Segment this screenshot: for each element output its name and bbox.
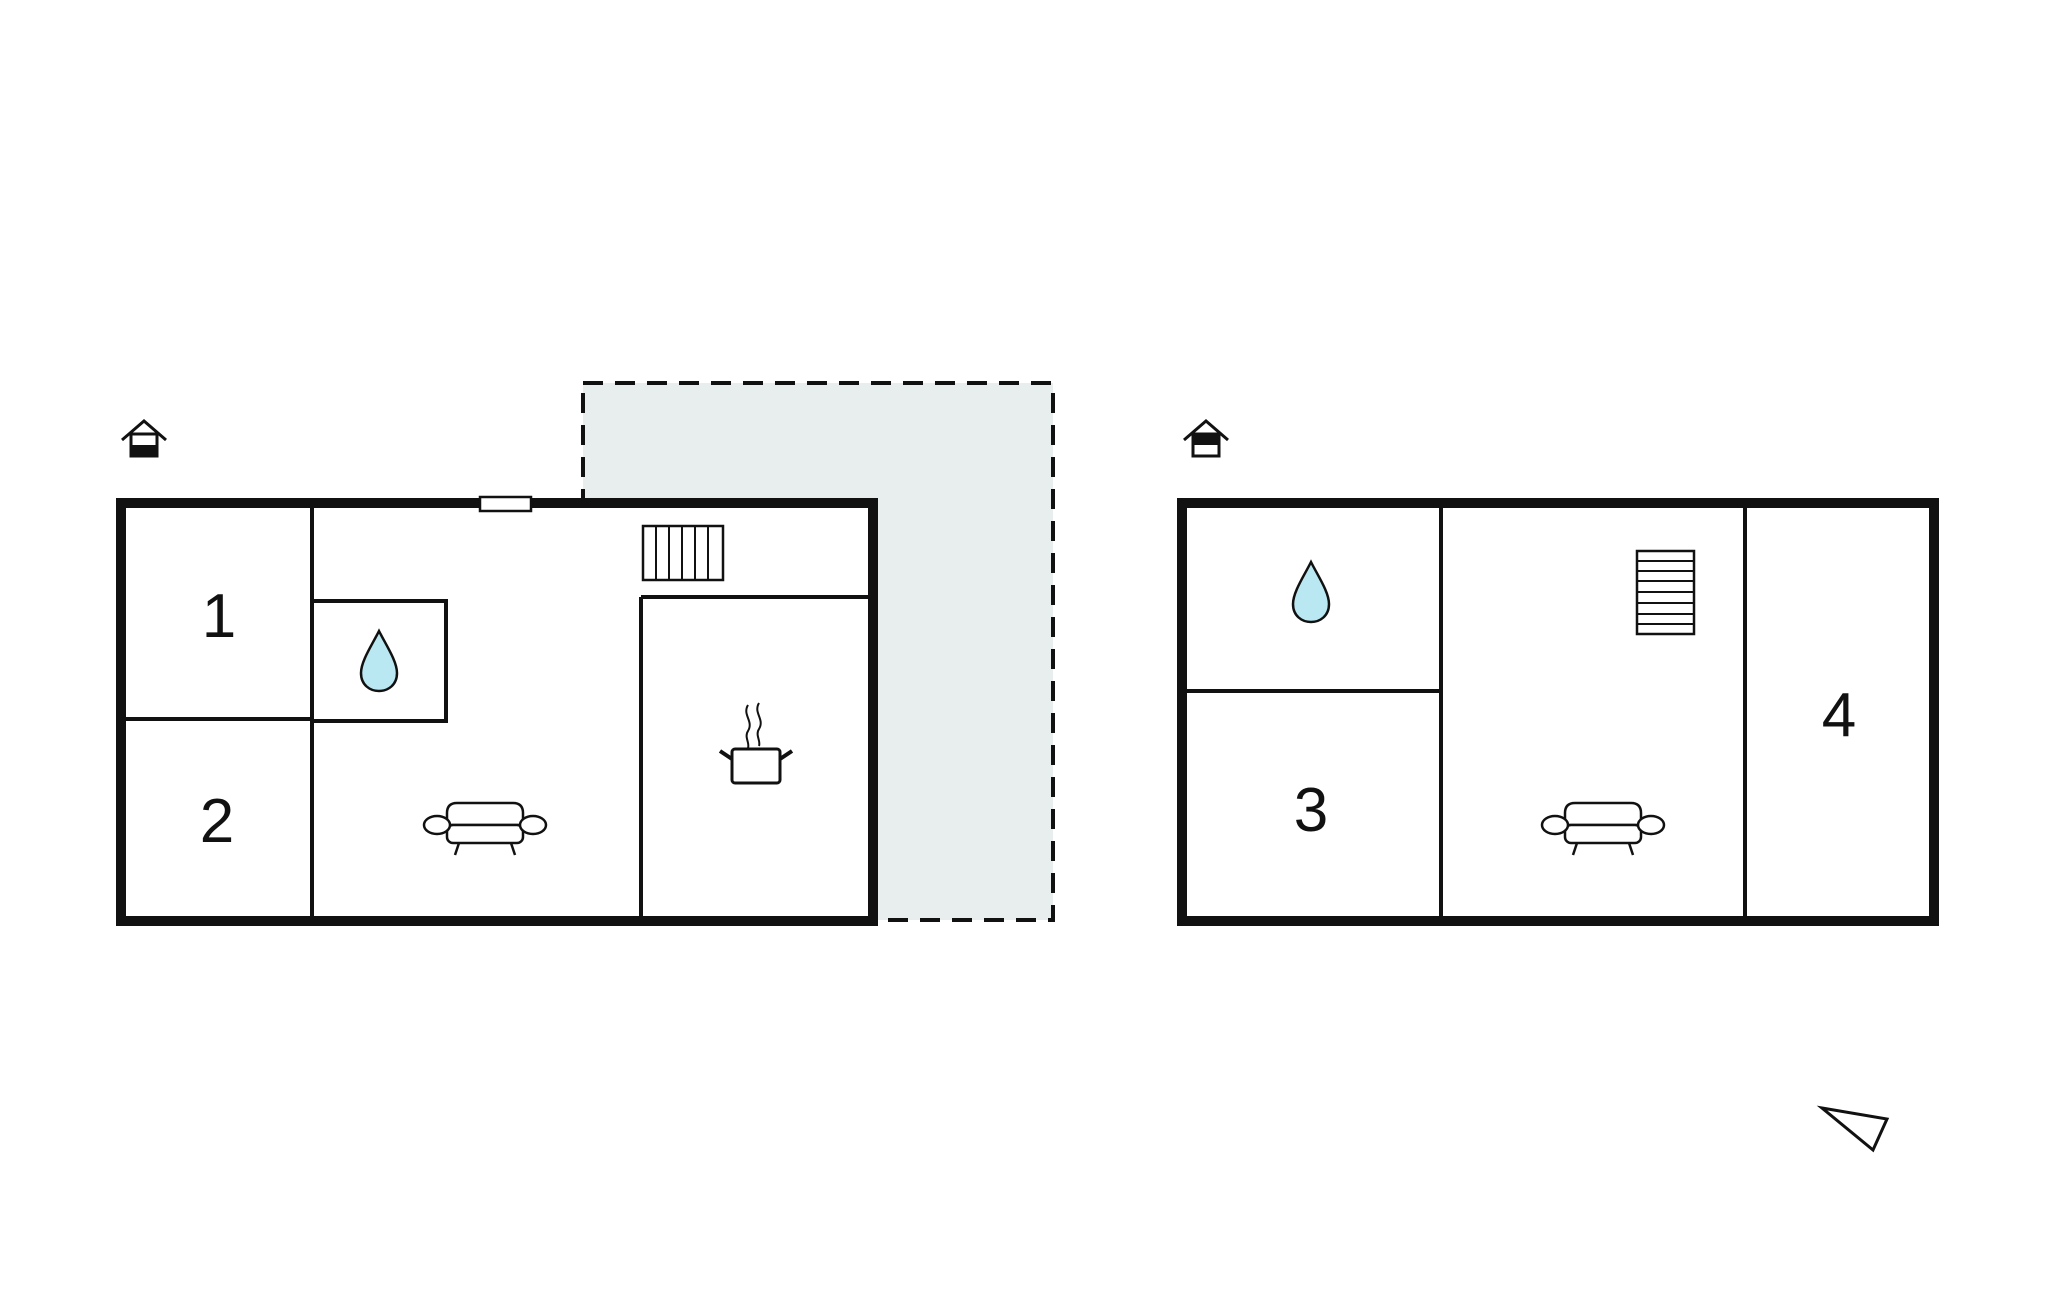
room-number-2: 2 xyxy=(200,787,234,856)
floor-ground-icon xyxy=(120,419,168,458)
upper-floor-plan: 3 4 xyxy=(1177,419,1939,926)
room-number-1: 1 xyxy=(202,582,236,651)
radiator-icon xyxy=(641,524,725,582)
north-arrow-icon xyxy=(1816,1105,1890,1153)
floor-upper-icon xyxy=(1182,419,1230,458)
cooking-pot-icon xyxy=(718,702,794,785)
staircase-icon xyxy=(1635,549,1696,636)
bathroom-walls xyxy=(310,599,448,723)
ground-floor-outer-wall xyxy=(116,498,878,926)
ground-floor-plan: 1 2 xyxy=(116,381,1055,926)
room-number-4: 4 xyxy=(1822,681,1856,750)
window-icon xyxy=(478,495,533,513)
room-number-3: 3 xyxy=(1294,776,1328,845)
